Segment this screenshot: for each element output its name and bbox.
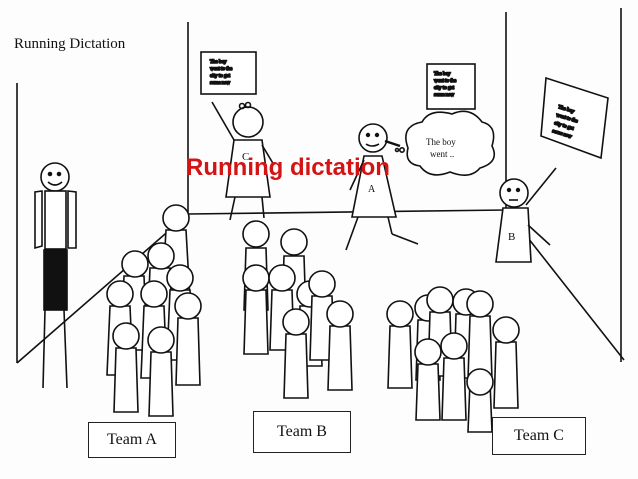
poster-left-line3: city to get — [210, 74, 231, 79]
speech-bubble: The boy went .. — [394, 110, 496, 176]
poster-left-line4: some new — [210, 81, 231, 86]
speech-bubble-line1: The boy — [426, 137, 456, 147]
team-c-students — [386, 286, 520, 433]
runner-c-label: C — [242, 151, 249, 163]
diagram-title: Running Dictation — [14, 36, 126, 52]
team-c-label: Team C — [492, 417, 586, 455]
team-a-students — [106, 204, 202, 417]
runner-a-label: A — [368, 184, 376, 195]
team-b-students — [242, 220, 354, 399]
overlay-title: Running dictation — [186, 154, 390, 181]
poster-right-line1: The boy — [557, 105, 575, 115]
poster-left-line2: went to the — [210, 67, 233, 72]
teacher-figure — [34, 162, 77, 389]
poster-middle-line1: The boy — [434, 72, 451, 77]
poster-middle-line3: city to get — [434, 86, 455, 91]
poster-middle: The boy went to the city to get some new — [426, 63, 476, 110]
team-b-label: Team B — [253, 411, 351, 453]
poster-right: The boy went to the city to get some new — [540, 76, 609, 160]
poster-left: The boy went to the city to get some new — [200, 51, 257, 95]
runner-b-label: B — [508, 231, 515, 243]
runner-b: B — [495, 167, 557, 263]
poster-left-line1: The boy — [210, 60, 227, 65]
runner-a: A — [345, 123, 419, 251]
poster-middle-line4: some new — [434, 93, 455, 98]
speech-bubble-line2: went .. — [430, 149, 454, 159]
runner-c: C — [211, 101, 275, 221]
team-a-label: Team A — [88, 422, 176, 458]
poster-middle-line2: went to the — [434, 79, 457, 84]
